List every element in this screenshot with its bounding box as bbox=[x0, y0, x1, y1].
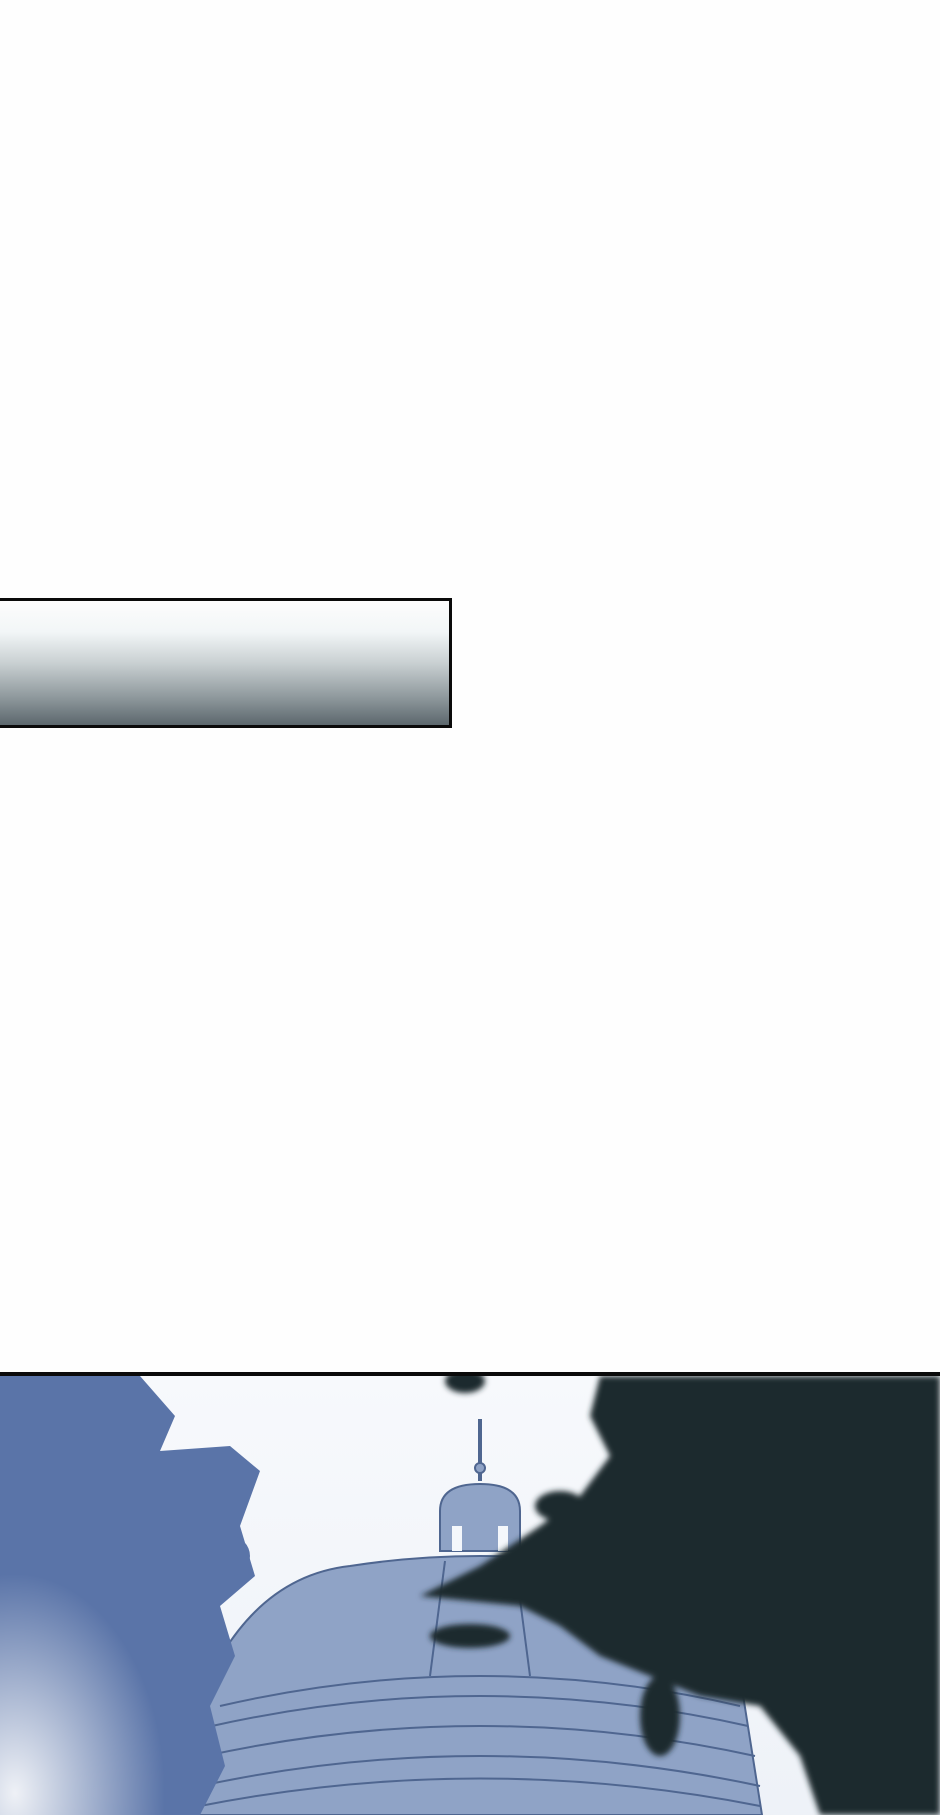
right-tree-foliage bbox=[420, 1376, 940, 1815]
dome-illustration bbox=[0, 1376, 940, 1815]
left-tree-foliage bbox=[0, 1376, 300, 1815]
gradient-caption-box bbox=[0, 598, 452, 728]
comic-panel-dome-scene bbox=[0, 1372, 940, 1815]
